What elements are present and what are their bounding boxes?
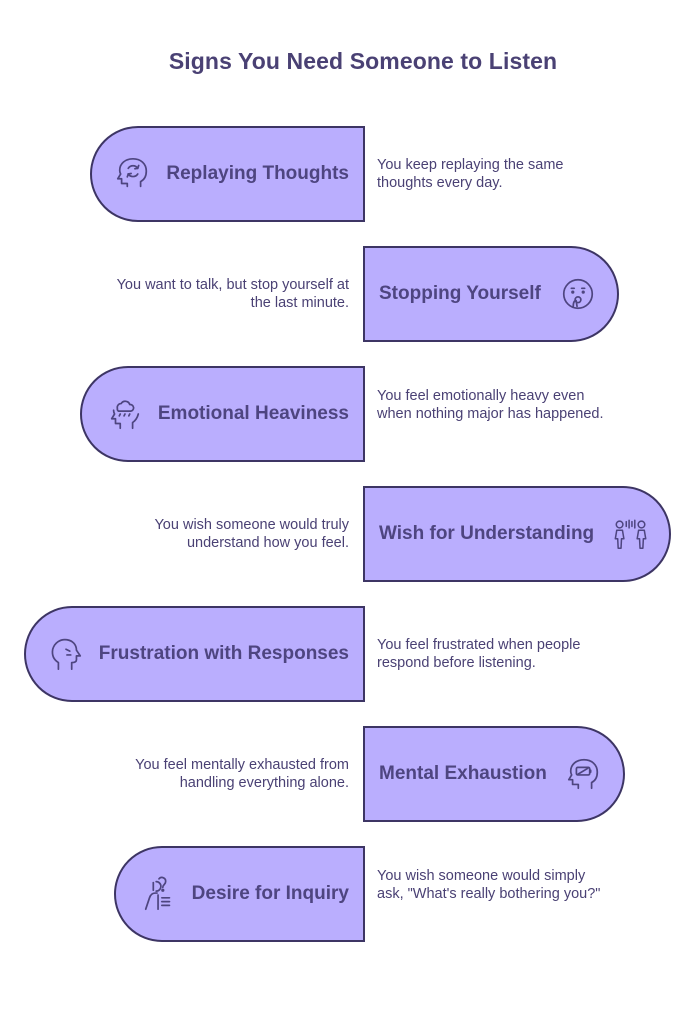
description-stopping-yourself: You want to talk, but stop yourself at t… xyxy=(116,277,349,311)
label-wish-for-understanding: Wish for Understanding xyxy=(379,523,595,544)
head-raincloud-icon xyxy=(106,395,144,433)
pill-stopping-yourself: Stopping Yourself xyxy=(363,246,619,342)
description-frustration-with-responses: You feel frustrated when people respond … xyxy=(377,637,581,671)
description-desire-for-inquiry: You wish someone would simply ask, "What… xyxy=(377,868,601,902)
description-emotional-heaviness: You feel emotionally heavy even when not… xyxy=(377,388,604,422)
head-low-battery-icon xyxy=(565,755,603,793)
description-replaying-thoughts: You keep replaying the same thoughts eve… xyxy=(377,157,564,191)
description-wish-for-understanding: You wish someone would truly understand … xyxy=(154,517,349,551)
label-desire-for-inquiry: Desire for Inquiry xyxy=(191,883,349,904)
head-cycle-icon xyxy=(114,155,152,193)
person-question-icon xyxy=(140,875,178,913)
description-mental-exhaustion: You feel mentally exhausted from handlin… xyxy=(135,757,349,791)
pill-replaying-thoughts: Replaying Thoughts xyxy=(90,126,365,222)
pill-emotional-heaviness: Emotional Heaviness xyxy=(80,366,365,462)
pill-mental-exhaustion: Mental Exhaustion xyxy=(363,726,625,822)
label-emotional-heaviness: Emotional Heaviness xyxy=(157,403,349,424)
label-mental-exhaustion: Mental Exhaustion xyxy=(379,763,547,784)
label-frustration-with-responses: Frustration with Responses xyxy=(98,643,349,664)
frustrated-head-icon xyxy=(47,635,85,673)
pill-desire-for-inquiry: Desire for Inquiry xyxy=(114,846,365,942)
pill-wish-for-understanding: Wish for Understanding xyxy=(363,486,671,582)
label-stopping-yourself: Stopping Yourself xyxy=(379,283,541,304)
page-title: Signs You Need Someone to Listen xyxy=(168,48,558,74)
label-replaying-thoughts: Replaying Thoughts xyxy=(166,163,349,184)
two-people-talking-icon xyxy=(612,515,650,553)
pill-frustration-with-responses: Frustration with Responses xyxy=(24,606,365,702)
hushed-face-icon xyxy=(559,275,597,313)
